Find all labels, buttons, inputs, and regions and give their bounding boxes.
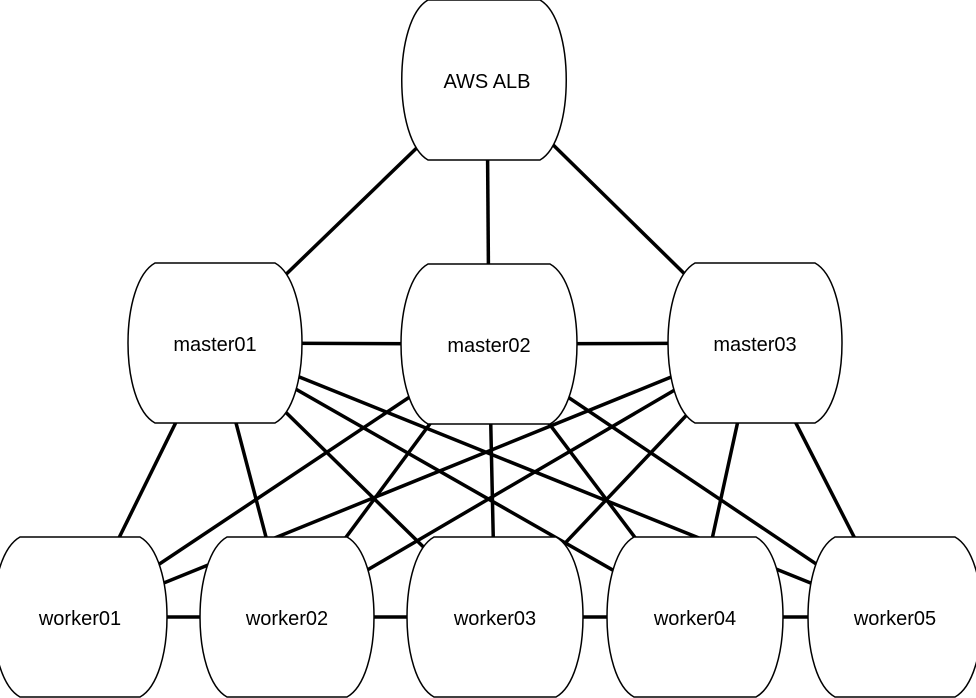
node-label: worker02 xyxy=(245,608,328,630)
node-shape xyxy=(606,536,784,698)
node-shape xyxy=(401,0,567,161)
node-label: master02 xyxy=(447,335,530,357)
node-shape xyxy=(400,263,578,425)
node-shape xyxy=(667,262,843,424)
node-master03: master03 xyxy=(667,262,843,424)
node-label: worker01 xyxy=(38,608,121,630)
edge-m3-w1 xyxy=(79,341,756,619)
node-shape xyxy=(127,262,303,424)
node-worker04: worker04 xyxy=(606,536,784,698)
node-master01: master01 xyxy=(127,262,303,424)
node-aws-alb: AWS ALB xyxy=(401,0,567,161)
node-worker05: worker05 xyxy=(807,536,976,698)
node-master02: master02 xyxy=(400,263,578,425)
node-label: worker04 xyxy=(653,608,736,630)
node-shape xyxy=(406,536,584,698)
edge-m1-w5 xyxy=(214,341,896,619)
node-worker01: worker01 xyxy=(0,536,168,698)
node-label: master01 xyxy=(173,334,256,356)
node-worker03: worker03 xyxy=(406,536,584,698)
node-label: worker03 xyxy=(453,608,536,630)
node-worker02: worker02 xyxy=(199,536,375,698)
node-label: worker05 xyxy=(853,608,936,630)
node-label: master03 xyxy=(713,334,796,356)
node-shape xyxy=(0,536,168,698)
node-label: AWS ALB xyxy=(443,71,530,93)
node-shape xyxy=(807,536,976,698)
node-shape xyxy=(199,536,375,698)
